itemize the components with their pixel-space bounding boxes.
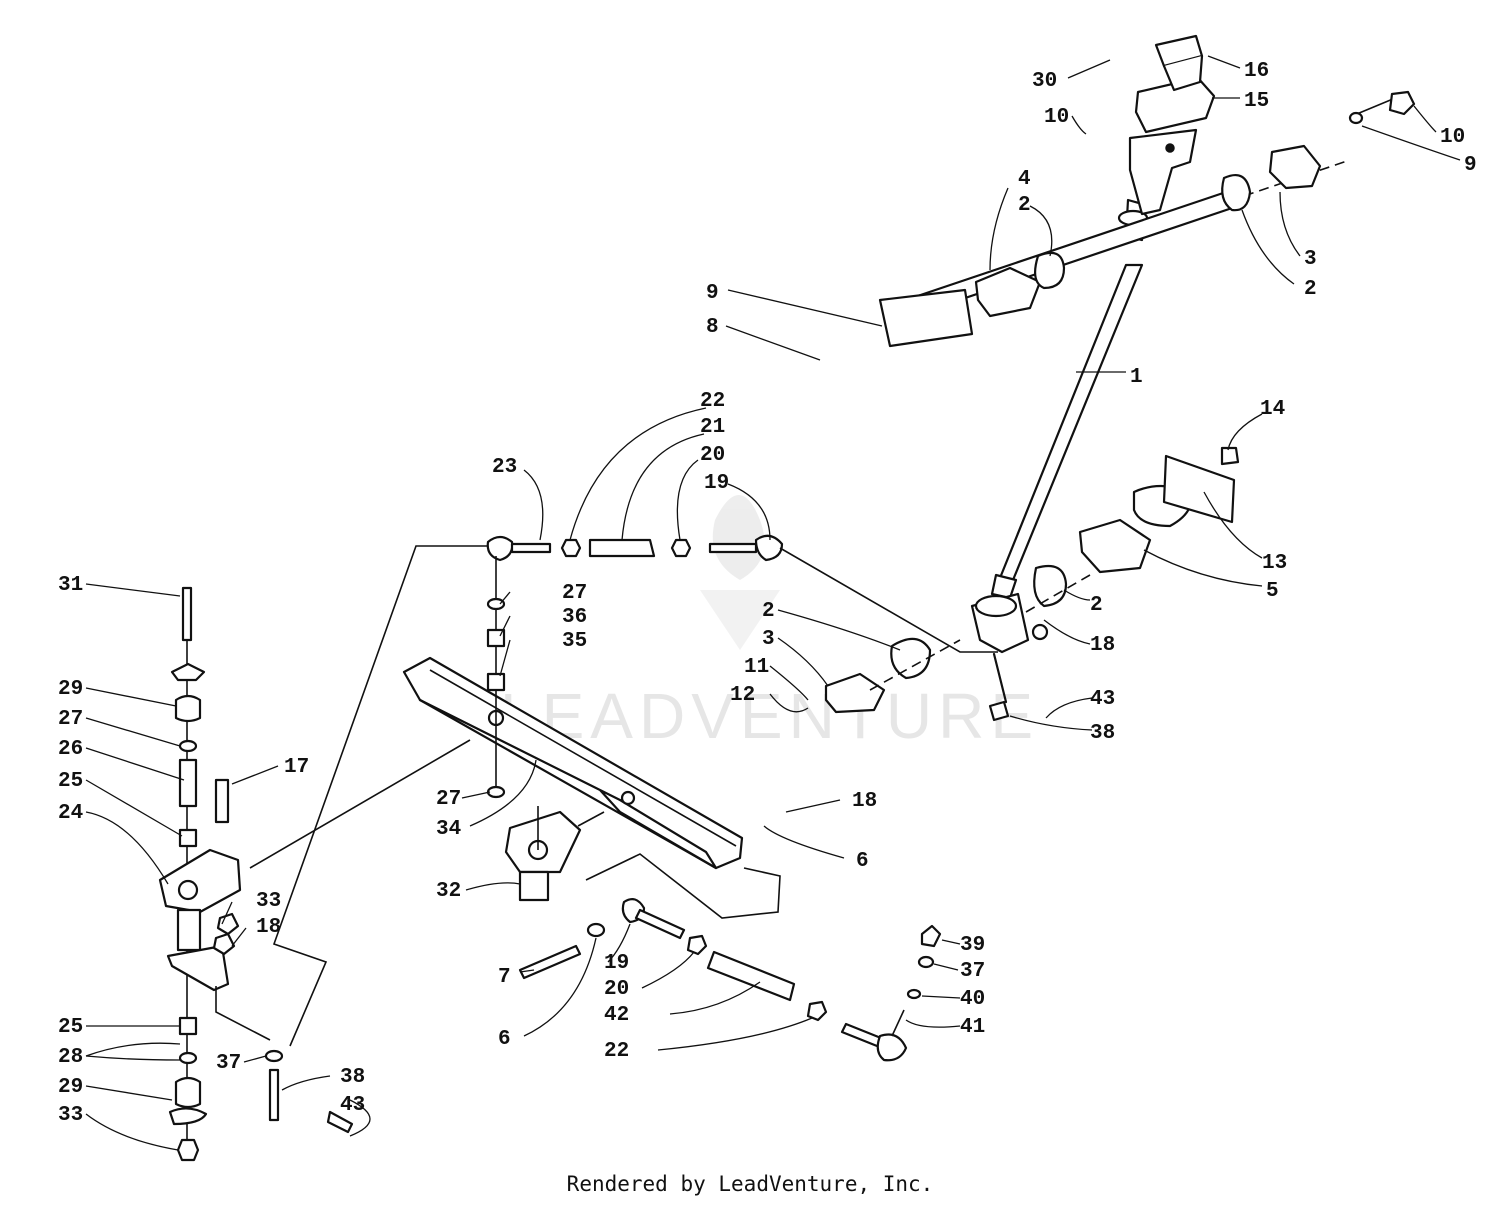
upper-tie-rod (486, 534, 784, 562)
callout-33: 33 (58, 1104, 83, 1127)
callout-24: 24 (58, 802, 83, 825)
spindle-stack (486, 556, 506, 799)
leader-lines (85, 55, 1461, 1151)
callout-14: 14 (1260, 398, 1285, 421)
callout-43: 43 (1090, 688, 1115, 711)
callout-6: 6 (856, 850, 869, 873)
callout-22: 22 (604, 1040, 629, 1063)
callout-29: 29 (58, 1076, 83, 1099)
callout-27: 27 (436, 788, 461, 811)
callout-13: 13 (1262, 552, 1287, 575)
callout-2: 2 (1018, 194, 1031, 217)
callout-2: 2 (1090, 594, 1103, 617)
callout-38: 38 (340, 1066, 365, 1089)
callout-19: 19 (604, 952, 629, 975)
callout-27: 27 (562, 582, 587, 605)
callout-43: 43 (340, 1094, 365, 1117)
footer-credit: Rendered by LeadVenture, Inc. (566, 1172, 934, 1196)
callout-23: 23 (492, 456, 517, 479)
callout-9: 9 (1464, 154, 1477, 177)
callout-5: 5 (1266, 580, 1279, 603)
callout-7: 7 (498, 966, 511, 989)
assembly-lines (215, 545, 998, 1047)
callout-2: 2 (762, 600, 775, 623)
callout-labels: 30 16 15 10 10 9 4 2 3 2 9 8 1 14 13 5 2… (58, 60, 1477, 1127)
callout-1: 1 (1130, 366, 1143, 389)
callout-39: 39 (960, 934, 985, 957)
callout-25: 25 (58, 770, 83, 793)
callout-26: 26 (58, 738, 83, 761)
callout-32: 32 (436, 880, 461, 903)
callout-9: 9 (706, 282, 719, 305)
lower-steering-arm (824, 446, 1240, 722)
spindle-bar (402, 656, 744, 870)
callout-11: 11 (744, 656, 769, 679)
callout-10: 10 (1044, 106, 1069, 129)
callout-17: 17 (284, 756, 309, 779)
callout-25: 25 (58, 1016, 83, 1039)
handlebar (878, 95, 1401, 348)
callout-3: 3 (762, 628, 775, 651)
callout-8: 8 (706, 316, 719, 339)
callout-15: 15 (1244, 90, 1269, 113)
lower-tie-rod (518, 897, 942, 1062)
callout-36: 36 (562, 606, 587, 629)
left-spindle (158, 586, 354, 1162)
callout-18: 18 (256, 916, 281, 939)
callout-34: 34 (436, 818, 461, 841)
pivot-mount (504, 806, 582, 902)
callout-29: 29 (58, 678, 83, 701)
watermark-logo-icon (700, 495, 780, 650)
callout-27: 27 (58, 708, 83, 731)
callout-37: 37 (960, 960, 985, 983)
callout-42: 42 (604, 1004, 629, 1027)
callout-38: 38 (1090, 722, 1115, 745)
handlebar-clamps (974, 90, 1416, 318)
watermark-text: LEADVENTURE (500, 680, 1039, 752)
callout-16: 16 (1244, 60, 1269, 83)
callout-6: 6 (498, 1028, 511, 1051)
callout-33: 33 (256, 890, 281, 913)
callout-22: 22 (700, 390, 725, 413)
callout-2: 2 (1304, 278, 1317, 301)
upper-mount (1128, 34, 1216, 216)
callout-10: 10 (1440, 126, 1465, 149)
callout-37: 37 (216, 1052, 241, 1075)
callout-18: 18 (1090, 634, 1115, 657)
callout-30: 30 (1032, 70, 1057, 93)
callout-19: 19 (704, 472, 729, 495)
callout-41: 41 (960, 1016, 985, 1039)
callout-18: 18 (852, 790, 877, 813)
callout-20: 20 (700, 444, 725, 467)
callout-28: 28 (58, 1046, 83, 1069)
callout-3: 3 (1304, 248, 1317, 271)
callout-31: 31 (58, 574, 83, 597)
callout-12: 12 (730, 684, 755, 707)
callout-4: 4 (1018, 168, 1031, 191)
callout-40: 40 (960, 988, 985, 1011)
callout-20: 20 (604, 978, 629, 1001)
callout-21: 21 (700, 416, 725, 439)
callout-35: 35 (562, 630, 587, 653)
